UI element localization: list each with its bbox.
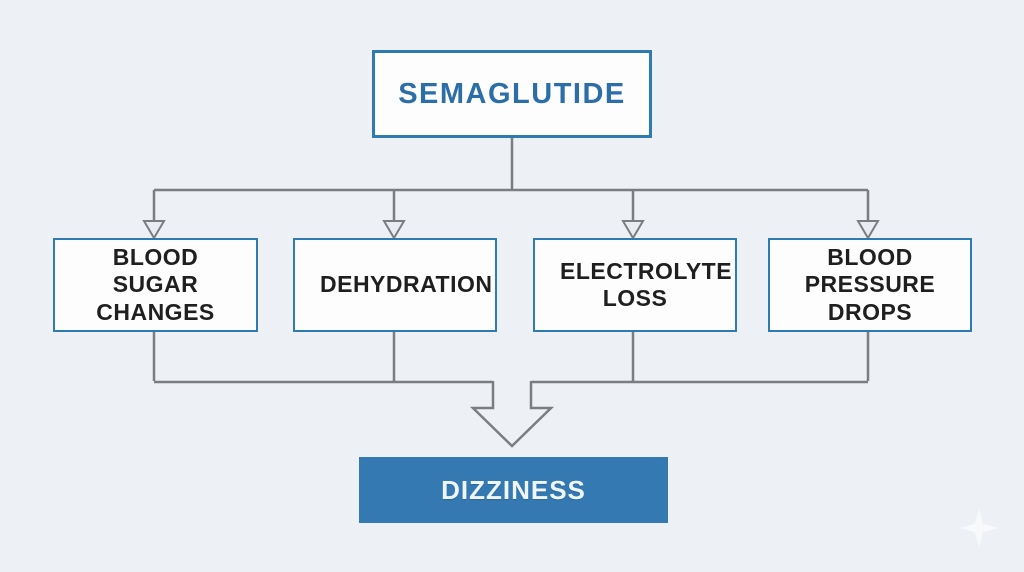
node-electrolyte-loss: ELECTROLYTE LOSS	[533, 238, 737, 332]
edge-root-to-causes	[152, 138, 870, 221]
node-label: SEMAGLUTIDE	[398, 77, 626, 110]
edges-causes-to-outcome	[152, 332, 870, 384]
node-dizziness: DIZZINESS	[359, 457, 668, 523]
node-label: ELECTROLYTE LOSS	[560, 257, 733, 311]
arrowhead-icon	[382, 220, 406, 240]
big-arrow-icon	[469, 381, 555, 448]
node-blood-pressure-drops: BLOOD PRESSURE DROPS	[768, 238, 972, 332]
node-label: BLOOD PRESSURE DROPS	[804, 244, 936, 325]
arrowhead-icon	[621, 220, 645, 240]
node-label: BLOOD SUGAR CHANGES	[96, 244, 215, 325]
arrowhead-icon	[856, 220, 880, 240]
node-label: DEHYDRATION	[320, 271, 493, 298]
node-label: DIZZINESS	[441, 474, 586, 505]
node-dehydration: DEHYDRATION	[293, 238, 497, 332]
node-semaglutide: SEMAGLUTIDE	[372, 50, 652, 138]
arrowhead-icon	[142, 220, 166, 240]
sparkle-icon	[960, 509, 998, 547]
node-blood-sugar-changes: BLOOD SUGAR CHANGES	[53, 238, 258, 332]
